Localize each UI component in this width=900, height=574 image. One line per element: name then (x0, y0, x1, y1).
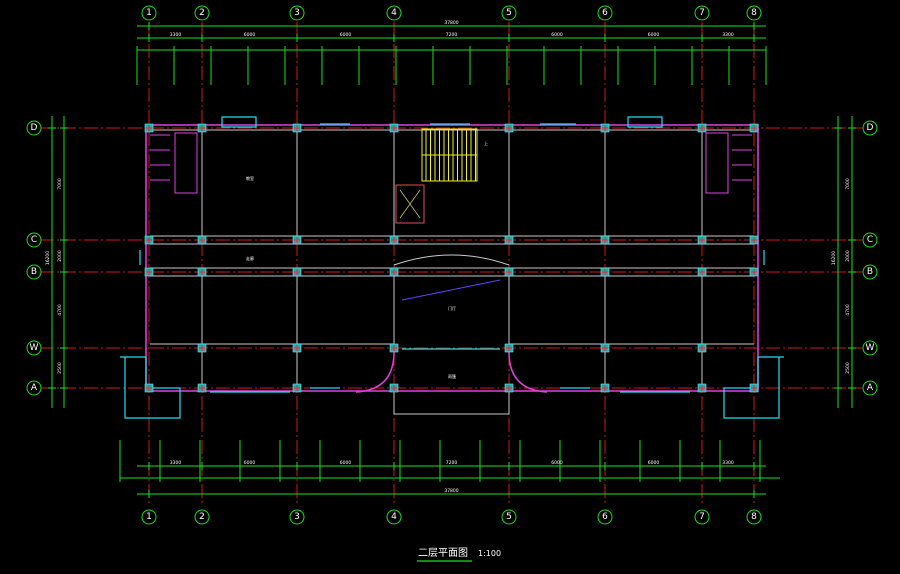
axis-label: 8 (751, 512, 757, 522)
structural-columns (144, 123, 759, 393)
curved-entrance-wall (355, 351, 548, 393)
right-stair-tower (723, 356, 784, 419)
axis-bubble (289, 509, 305, 525)
axis-bubble (746, 509, 762, 525)
axis-bubble (597, 5, 613, 21)
axis-bubble (694, 5, 710, 21)
dimension-text: 6000 (340, 460, 352, 466)
axis-bubble (862, 264, 878, 280)
axis-bubble (694, 509, 710, 525)
axis-label: 2 (199, 8, 205, 18)
axis-label: C (31, 235, 37, 245)
stair-up-label: 上 (484, 140, 488, 146)
axis-bubble (862, 232, 878, 248)
canopy-label: 雨篷 (448, 373, 456, 379)
axis-bubble (862, 340, 878, 356)
dimension-text: 6000 (648, 460, 660, 466)
hall-label: 门厅 (448, 305, 456, 311)
axis-label: 7 (699, 8, 705, 18)
axis-bubble (141, 509, 157, 525)
axis-label: 6 (602, 512, 608, 522)
dimension-text: 4700 (845, 304, 851, 316)
axis-label: B (867, 267, 873, 277)
dimension-text: 16200 (45, 251, 51, 265)
axis-label: 3 (294, 512, 300, 522)
drawing-scale: 1:100 (478, 549, 501, 558)
axis-label: 4 (391, 512, 397, 522)
axis-label: 7 (699, 512, 705, 522)
axis-label: B (31, 267, 37, 277)
axis-bubble (501, 509, 517, 525)
axis-label: 1 (146, 8, 152, 18)
outer-wall (145, 124, 759, 392)
dimension-text: 2000 (57, 250, 63, 262)
canopy (393, 390, 510, 415)
axis-label: 4 (391, 8, 397, 18)
axis-bubble (386, 5, 402, 21)
axis-label: W (866, 343, 875, 353)
axis-label: A (31, 383, 38, 393)
axis-bubble (597, 509, 613, 525)
dimension-text: 16200 (831, 251, 837, 265)
axis-label: 5 (506, 512, 512, 522)
dimension-text: 37800 (444, 20, 458, 26)
axis-grid-lines (40, 22, 862, 505)
axis-label: D (31, 123, 38, 133)
axis-label: A (867, 383, 874, 393)
axis-bubble (141, 5, 157, 21)
dimension-lines: 37800 3300 6000 6000 7200 6000 6000 3300 3300 600… (45, 20, 856, 498)
building-walls: 上 走廊 教室 门厅 雨篷 (120, 116, 784, 419)
axis-bubble (194, 5, 210, 21)
room-label: 教室 (246, 175, 254, 181)
dimension-text: 6000 (551, 460, 563, 466)
dimension-text: 7000 (845, 178, 851, 190)
drawing-title-text: 二层平面图 (418, 547, 468, 559)
axis-bubble (386, 509, 402, 525)
axis-bubble (26, 380, 42, 396)
left-stair-tower (120, 356, 181, 419)
axis-bubble (26, 232, 42, 248)
axis-bubble (501, 5, 517, 21)
axis-label: 5 (506, 8, 512, 18)
axis-bubble (26, 340, 42, 356)
axis-label: W (30, 343, 39, 353)
dimension-text: 3300 (170, 460, 182, 466)
axis-label: 8 (751, 8, 757, 18)
axis-label: D (867, 123, 874, 133)
dimension-text: 4700 (57, 304, 63, 316)
dimension-text: 37800 (444, 488, 458, 494)
dimension-text: 7200 (446, 32, 458, 38)
dimension-text: 7200 (446, 460, 458, 466)
dimension-text: 7000 (57, 178, 63, 190)
axis-label: 3 (294, 8, 300, 18)
dimension-text: 2000 (845, 250, 851, 262)
dimension-text: 3300 (170, 32, 182, 38)
dimension-text: 6000 (340, 32, 352, 38)
dimension-text: 6000 (648, 32, 660, 38)
axis-bubble (862, 120, 878, 136)
axis-label: C (867, 235, 873, 245)
axis-label: 6 (602, 8, 608, 18)
dimension-text: 6000 (244, 460, 256, 466)
axis-bubble (26, 264, 42, 280)
corridor-label: 走廊 (246, 255, 254, 261)
axis-bubble (289, 5, 305, 21)
dimension-text: 3300 (722, 460, 734, 466)
dimension-text: 3300 (722, 32, 734, 38)
axis-bubble (194, 509, 210, 525)
axis-bubble (862, 380, 878, 396)
axis-label: 2 (199, 512, 205, 522)
drawing-title: 二层平面图 1:100 (417, 547, 501, 562)
dimension-text: 6000 (551, 32, 563, 38)
main-stair: 上 (421, 128, 488, 182)
dimension-text: 2500 (845, 362, 851, 374)
axis-label: 1 (146, 512, 152, 522)
axis-bubble (26, 120, 42, 136)
axis-bubble (746, 5, 762, 21)
dimension-text: 6000 (244, 32, 256, 38)
dimension-text: 2500 (57, 362, 63, 374)
